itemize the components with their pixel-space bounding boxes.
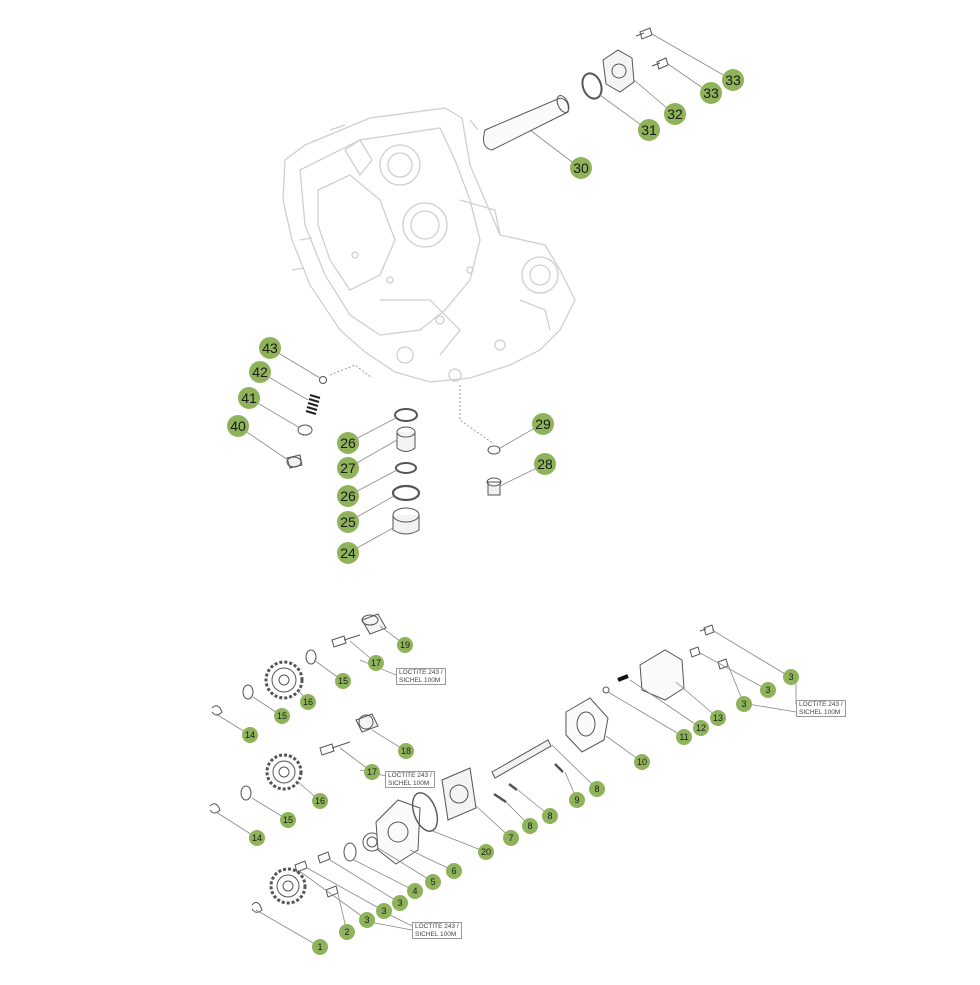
callout-32: 32 <box>664 103 686 125</box>
callout-42: 42 <box>249 361 271 383</box>
upper-parts <box>286 27 669 535</box>
callout-18: 18 <box>398 743 414 759</box>
loctite-note-line1: LOCTITE 243 / <box>799 701 843 708</box>
callout-1: 1 <box>312 939 328 955</box>
callout-10: 10 <box>634 754 650 770</box>
callout-16: 16 <box>312 793 328 809</box>
callout-3: 3 <box>392 895 408 911</box>
callout-15: 15 <box>274 708 290 724</box>
callout-3: 3 <box>783 669 799 685</box>
loctite-note-line2: SICHEL 100M <box>415 930 457 938</box>
callout-3: 3 <box>359 912 375 928</box>
callout-16: 16 <box>300 694 316 710</box>
callout-33: 33 <box>722 69 744 91</box>
callout-40: 40 <box>227 415 249 437</box>
loctite-note-line1: LOCTITE 243 / <box>415 923 459 930</box>
callout-43: 43 <box>259 337 281 359</box>
callout-25: 25 <box>337 511 359 533</box>
loctite-note-bottom: LOCTITE 243 / SICHEL 100M <box>412 922 462 939</box>
callout-41: 41 <box>238 387 260 409</box>
callout-15: 15 <box>280 812 296 828</box>
callout-30: 30 <box>570 157 592 179</box>
loctite-note-line2: SICHEL 100M <box>399 676 441 684</box>
callout-29: 29 <box>532 413 554 435</box>
callout-8: 8 <box>589 781 605 797</box>
callout-17: 17 <box>364 764 380 780</box>
loctite-note-line1: LOCTITE 243 / <box>399 669 443 676</box>
callout-26: 26 <box>337 432 359 454</box>
loctite-note-line2: SICHEL 100M <box>388 779 430 787</box>
callout-9: 9 <box>569 792 585 808</box>
callout-15: 15 <box>335 673 351 689</box>
callout-3: 3 <box>760 682 776 698</box>
callout-3: 3 <box>376 903 392 919</box>
callout-8: 8 <box>542 808 558 824</box>
lower-parts <box>209 613 729 913</box>
loctite-note-middle: LOCTITE 243 / SICHEL 100M <box>385 771 435 788</box>
upper-leader-lines <box>237 33 733 554</box>
loctite-note-line1: LOCTITE 243 / <box>388 772 432 779</box>
callout-24: 24 <box>337 542 359 564</box>
callout-5: 5 <box>425 874 441 890</box>
crankcase-housing <box>282 107 576 383</box>
callout-8: 8 <box>522 818 538 834</box>
callout-12: 12 <box>693 720 709 736</box>
callout-6: 6 <box>446 863 462 879</box>
loctite-note-right: LOCTITE 243 / SICHEL 100M <box>796 700 846 717</box>
callout-31: 31 <box>638 119 660 141</box>
callout-13: 13 <box>710 710 726 726</box>
callout-11: 11 <box>676 729 692 745</box>
callout-28: 28 <box>534 453 556 475</box>
callout-2: 2 <box>339 924 355 940</box>
callout-4: 4 <box>407 883 423 899</box>
callout-17: 17 <box>368 655 384 671</box>
callout-27: 27 <box>337 457 359 479</box>
callout-19: 19 <box>397 637 413 653</box>
callout-14: 14 <box>242 727 258 743</box>
callout-33: 33 <box>700 82 722 104</box>
callout-26: 26 <box>337 485 359 507</box>
callout-3: 3 <box>736 696 752 712</box>
callout-7: 7 <box>503 830 519 846</box>
callout-20: 20 <box>478 844 494 860</box>
loctite-note-upper: LOCTITE 243 / SICHEL 100M <box>396 668 446 685</box>
loctite-note-line2: SICHEL 100M <box>799 708 841 716</box>
callout-14: 14 <box>249 830 265 846</box>
lower-leader-lines <box>215 625 797 948</box>
